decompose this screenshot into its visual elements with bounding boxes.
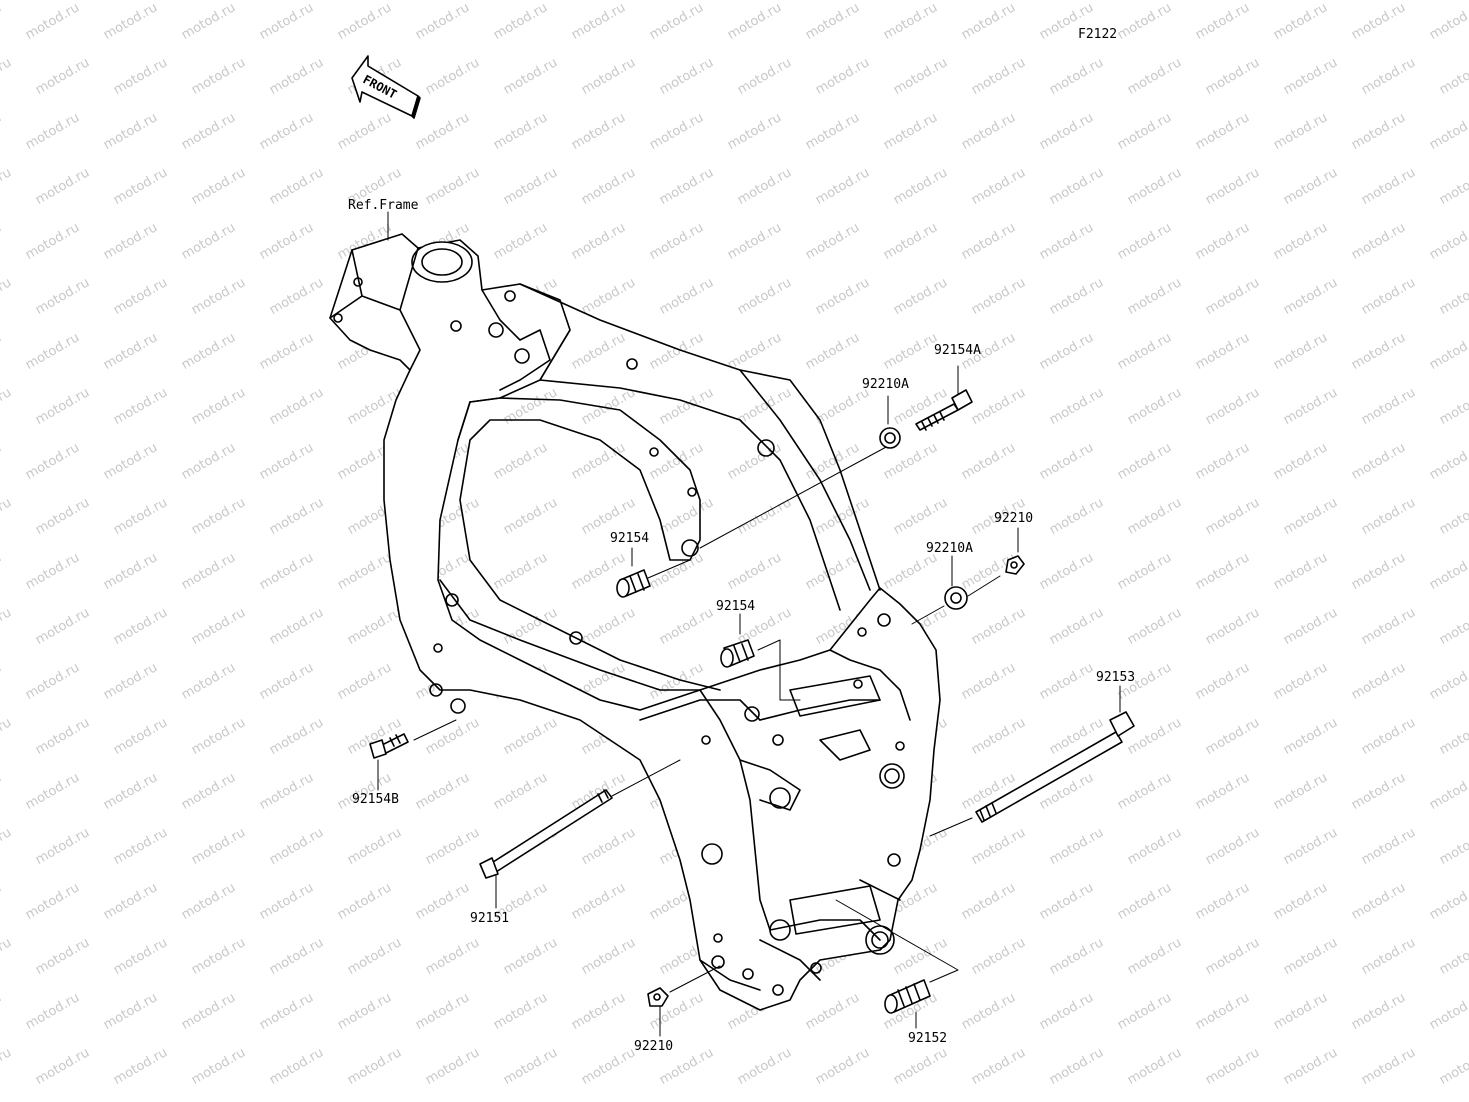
label-92151: 92151 bbox=[470, 911, 510, 926]
nut-92210-bottom bbox=[647, 987, 669, 1007]
nut-92210A-mid bbox=[944, 586, 968, 610]
label-92154A: 92154A bbox=[934, 343, 981, 358]
bolt-92151 bbox=[479, 789, 613, 879]
nut-92210A-top bbox=[879, 427, 901, 449]
bolt-92153 bbox=[975, 711, 1135, 823]
spacer-92154-mid bbox=[720, 639, 755, 668]
label-92154B: 92154B bbox=[352, 792, 399, 807]
label-92152: 92152 bbox=[908, 1031, 948, 1046]
spacer-92152 bbox=[884, 979, 931, 1014]
nut-92210-right bbox=[1005, 555, 1025, 575]
front-arrow-icon: FRONT bbox=[351, 55, 421, 119]
label-ref-frame: Ref.Frame bbox=[348, 198, 419, 213]
bolt-92154B bbox=[369, 733, 409, 759]
figure-code: F2122 bbox=[1078, 27, 1118, 42]
label-92210A-mid: 92210A bbox=[926, 541, 973, 556]
label-92210-right: 92210 bbox=[994, 511, 1034, 526]
frame-body bbox=[329, 233, 941, 1011]
label-92153: 92153 bbox=[1096, 670, 1136, 685]
label-92154-mid: 92154 bbox=[716, 599, 756, 614]
bolt-92154A bbox=[915, 389, 973, 431]
label-92210-bottom: 92210 bbox=[634, 1039, 674, 1054]
label-92210A-top: 92210A bbox=[862, 377, 909, 392]
label-92154-left: 92154 bbox=[610, 531, 650, 546]
spacer-92154-left bbox=[616, 569, 651, 598]
leader-lines bbox=[377, 211, 1121, 1037]
